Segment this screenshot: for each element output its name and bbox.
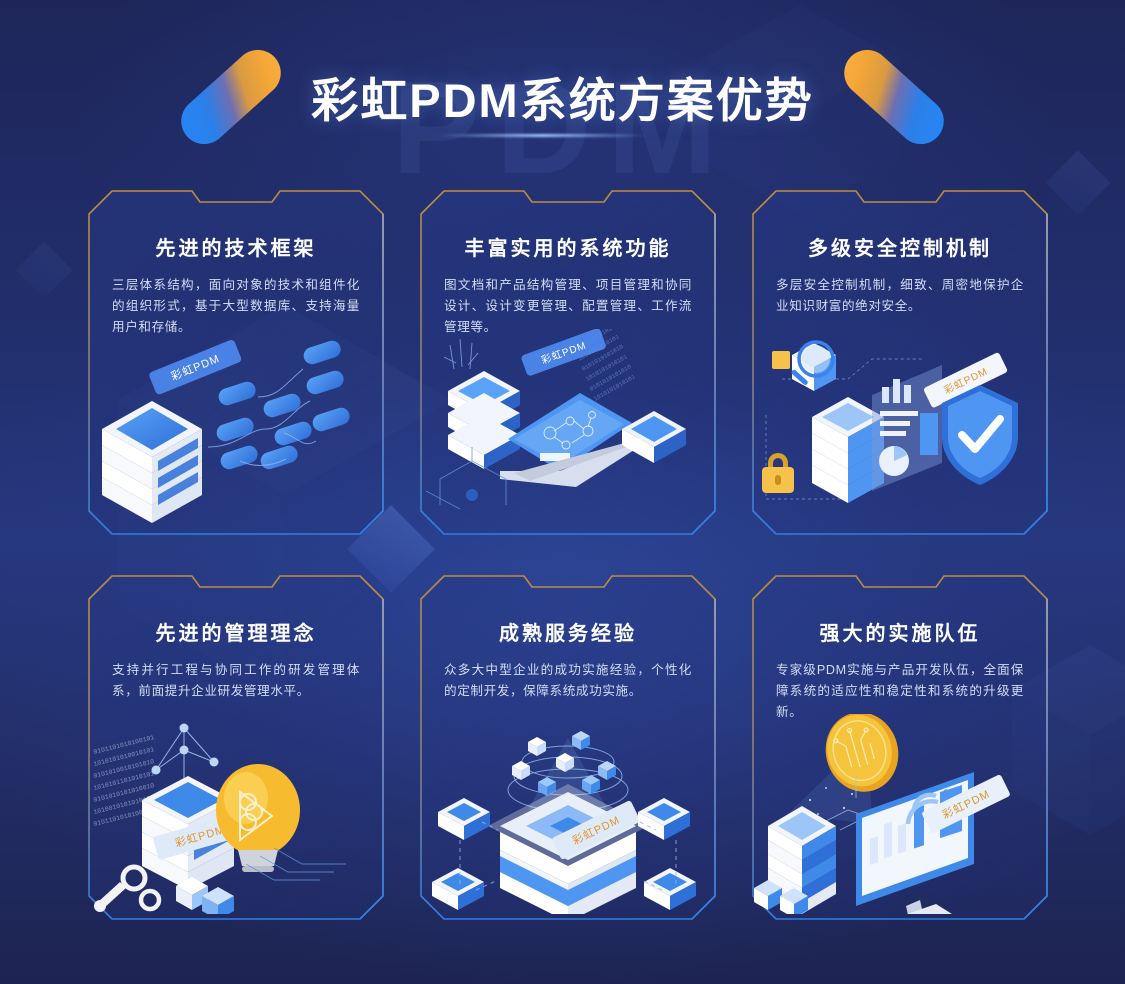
capsule-decor-right-icon: [834, 39, 953, 154]
advantage-card-grid: 先进的技术框架 三层体系结构，面向对象的技术和组件化的组织形式，基于大型数据库、…: [88, 190, 1048, 920]
advantage-card[interactable]: 成熟服务经验 众多大中型企业的成功实施经验，个性化的定制开发，保障系统成功实施。: [420, 575, 716, 920]
card-description: 支持并行工程与协同工作的研发管理体系，前面提升企业研发管理水平。: [112, 663, 360, 698]
card-description: 众多大中型企业的成功实施经验，个性化的定制开发，保障系统成功实施。: [444, 663, 692, 698]
advantage-card[interactable]: 先进的管理理念 支持并行工程与协同工作的研发管理体系，前面提升企业研发管理水平。…: [88, 575, 384, 920]
page-header: 彩虹PDM系统方案优势: [0, 39, 1125, 154]
card-title: 先进的管理理念: [155, 623, 317, 645]
advantage-card[interactable]: 丰富实用的系统功能 图文档和产品结构管理、项目管理和协同设计、设计变更管理、配置…: [420, 190, 716, 535]
card-title: 先进的技术框架: [155, 238, 317, 260]
advantage-card[interactable]: 多级安全控制机制 多层安全控制机制，细致、周密地保护企业知识财富的绝对安全。: [752, 190, 1048, 535]
card-description: 图文档和产品结构管理、项目管理和协同设计、设计变更管理、配置管理、工作流管理等。: [444, 278, 692, 334]
card-description: 专家级PDM实施与产品开发队伍，全面保障系统的适应性和稳定性和系统的升级更新。: [776, 663, 1024, 719]
card-description: 三层体系结构，面向对象的技术和组件化的组织形式，基于大型数据库、支持海量用户和存…: [112, 278, 360, 334]
advantage-card[interactable]: 强大的实施队伍 专家级PDM实施与产品开发队伍，全面保障系统的适应性和稳定性和系…: [752, 575, 1048, 920]
card-illustration-platform-satellites: 彩虹PDM: [420, 714, 716, 914]
card-illustration-lightbulb-server-gears: 0101101010100101 1010101010010101 010101…: [88, 714, 384, 914]
card-illustration-laptop-servers-binary: 0101010101010 1010101010101 010101010101…: [420, 329, 716, 529]
card-title: 丰富实用的系统功能: [464, 238, 672, 260]
title-glow: [437, 134, 648, 137]
advantage-card[interactable]: 先进的技术框架 三层体系结构，面向对象的技术和组件化的组织形式，基于大型数据库、…: [88, 190, 384, 535]
page-title-text: 彩虹PDM系统方案优势: [311, 74, 814, 127]
card-illustration-coin-monitor-server: 彩虹PDM: [752, 714, 1048, 914]
card-description: 多层安全控制机制，细致、周密地保护企业知识财富的绝对安全。: [776, 278, 1024, 313]
card-title: 强大的实施队伍: [819, 623, 981, 645]
page-title: 彩虹PDM系统方案优势: [311, 62, 814, 137]
card-title: 多级安全控制机制: [808, 238, 992, 260]
card-illustration-shield-lock-dashboard: 彩虹PDM: [752, 329, 1048, 529]
watermark-pdm: PDM: [391, 54, 734, 201]
card-title: 成熟服务经验: [499, 623, 637, 645]
capsule-decor-left-icon: [172, 39, 291, 154]
card-illustration-server-rack-network: 彩虹PDM: [88, 329, 384, 529]
